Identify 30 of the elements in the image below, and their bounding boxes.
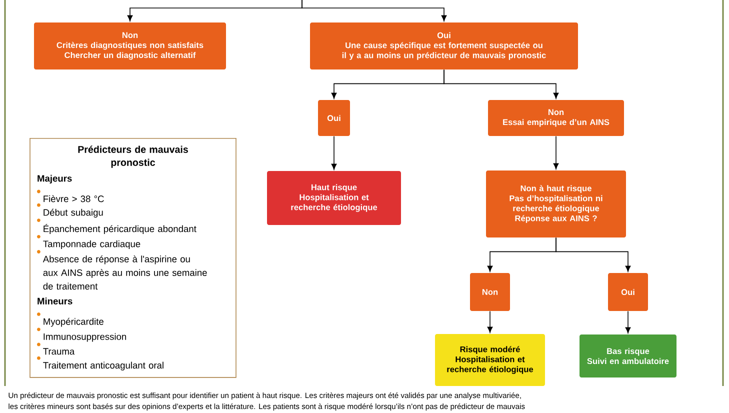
- decision-box: Oui Une cause spécifique est fortement suspectée ou il y a au moins un prédicteur de mauvais pronostic: [310, 22, 578, 70]
- outcome-box: Bas risque Suivi en ambulatoire: [580, 334, 676, 378]
- decision-box: Oui: [608, 273, 648, 311]
- decision-box: Non à haut risque Pas d’hospitalisation ni recherche étiologique Réponse aux AINS ?: [486, 170, 626, 238]
- list-item: Épanchement péricardique abondant: [44, 224, 196, 234]
- outcome-box: Risque modéré Hospitalisation et recherche étiologique: [435, 334, 545, 386]
- list-item: Fièvre > 38 °C: [44, 195, 104, 202]
- list-item: Absence de réponse à l'aspirine ou aux AINS après au moins une semaine de traitement: [42, 255, 207, 290]
- arrow: [302, 0, 447, 22]
- arrow: [444, 69, 559, 99]
- list-item: Traitement anticoagulant oral: [43, 362, 164, 370]
- list-item: Trauma: [43, 348, 75, 355]
- arrow: [625, 310, 631, 334]
- list-item: Début subaigu: [44, 208, 103, 218]
- list-item: Myopéricardite: [44, 318, 104, 327]
- arrow: [553, 136, 559, 170]
- group-heading: Mineurs: [38, 298, 72, 304]
- arrow: [487, 310, 493, 333]
- decision-box: Oui: [318, 100, 350, 136]
- decision-box: Non Essai empirique d’un AINS: [488, 100, 624, 136]
- list-item: Tamponnade cardiaque: [43, 240, 140, 250]
- decision-box: Non: [470, 273, 510, 311]
- list-item: Immunosuppression: [44, 333, 126, 342]
- decision-box: Non Critères diagnostiques non satisfaits Chercher un diagnostic alternatif: [34, 22, 226, 70]
- predictor-list-box: [30, 138, 236, 378]
- arrow: [556, 237, 631, 272]
- arrow: [331, 136, 337, 170]
- group-heading: Majeurs: [38, 174, 72, 184]
- list-heading: Prédicteurs de mauvais pronostic: [78, 146, 188, 168]
- outcome-box: Haut risque Hospitalisation et recherche étiologique: [267, 171, 401, 225]
